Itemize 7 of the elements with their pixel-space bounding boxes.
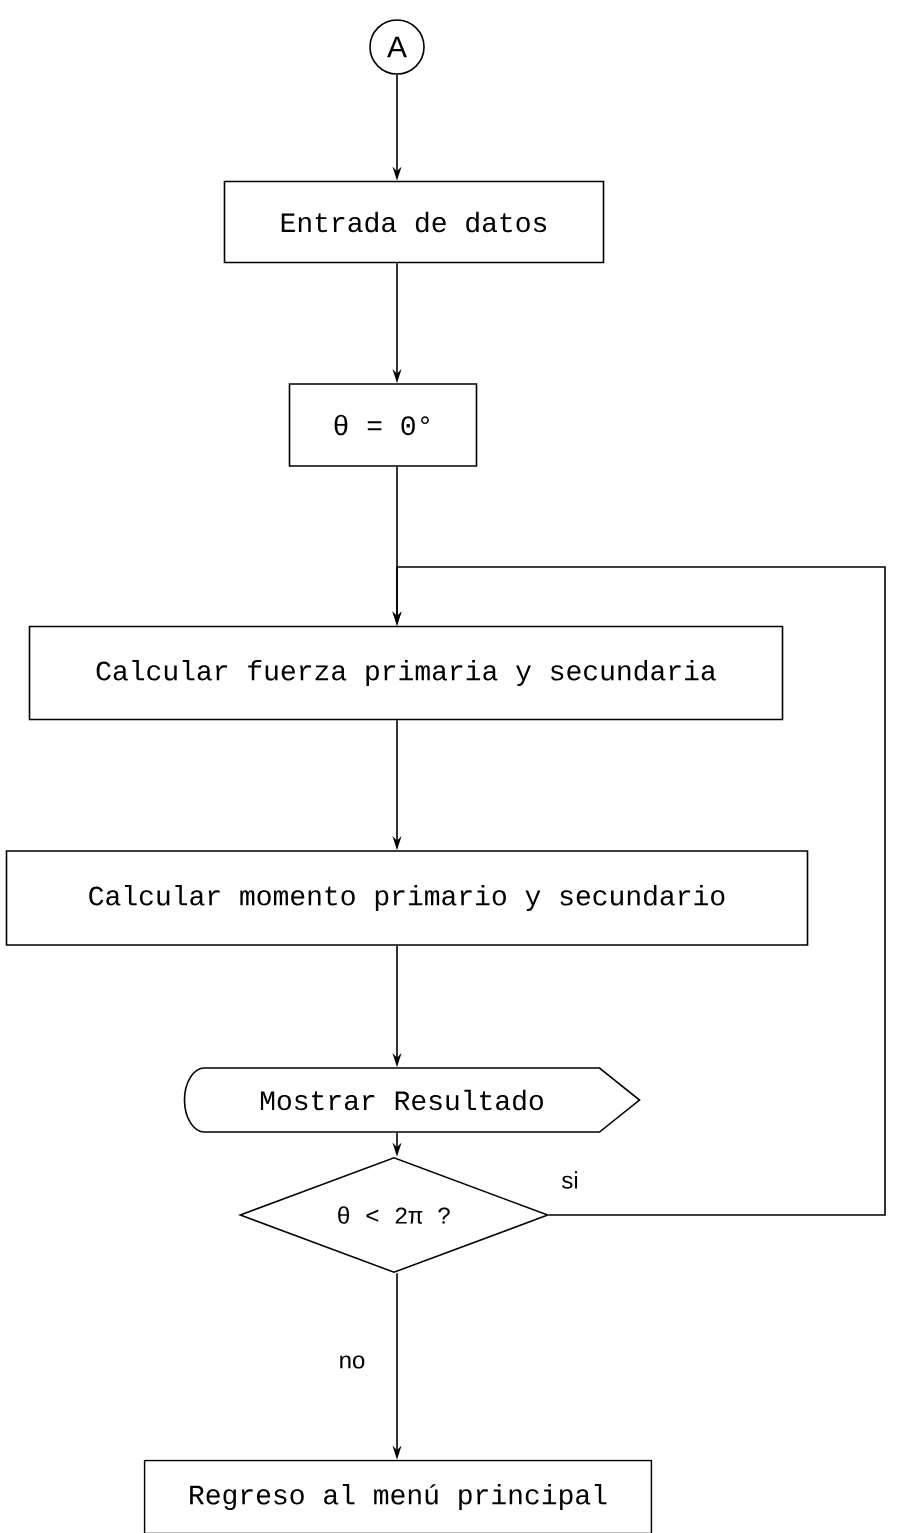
process-box: Calcular momento primario y secundario: [5, 850, 809, 946]
process-box: Entrada de datos: [223, 180, 605, 264]
edge-label: si: [562, 1171, 578, 1189]
process-box: θ = 0°: [288, 383, 478, 467]
process-box: Regreso al menú principal: [143, 1459, 653, 1533]
edge-label: no: [340, 1355, 365, 1369]
process-box: Calcular fuerza primaria y secundaria: [28, 625, 784, 721]
